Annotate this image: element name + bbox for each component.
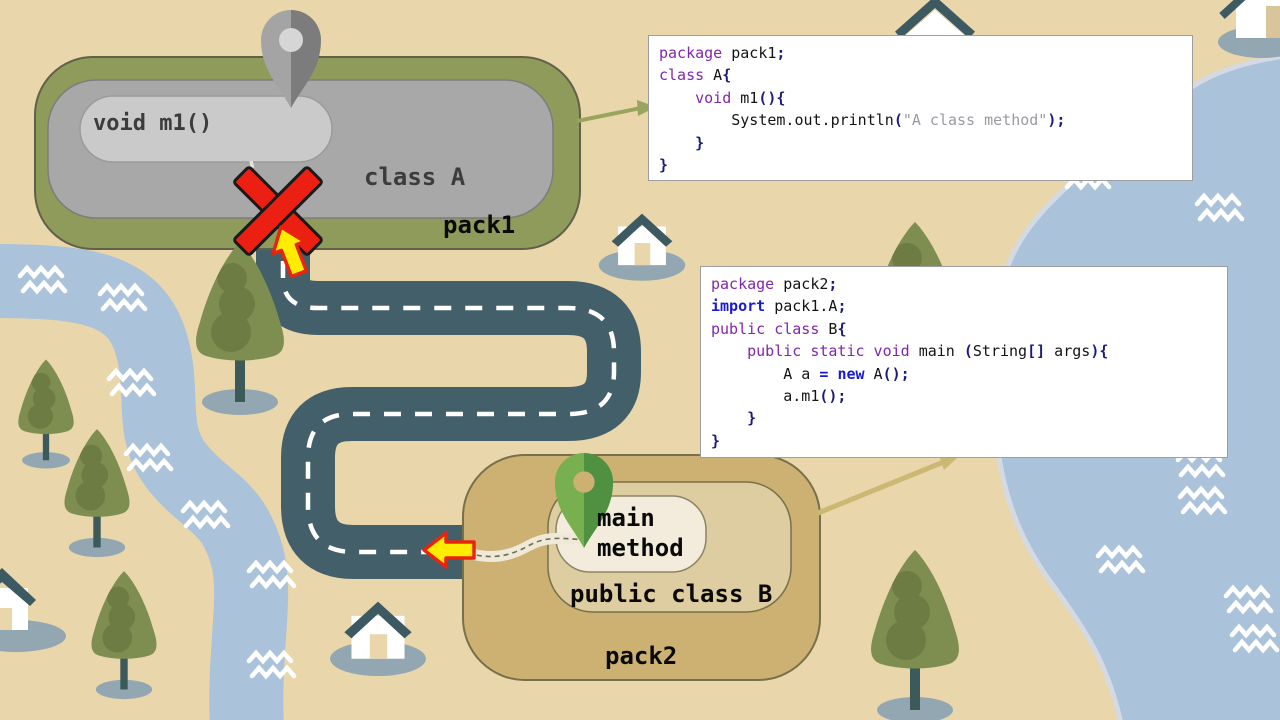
method-m1-area — [79, 95, 333, 163]
pack2-footpath-dashes — [467, 537, 587, 558]
class-a-label: class A — [364, 163, 466, 191]
class-b-label: public class B — [570, 580, 773, 608]
main-method-label-line2: method — [597, 534, 684, 562]
method-m1-label: void m1() — [93, 111, 213, 136]
pack1-code-snippet: package pack1;class A{ void m1(){ System… — [648, 35, 1193, 181]
pack1-location-pin-icon — [261, 10, 321, 108]
main-method-label-line1: main — [597, 504, 655, 532]
pack2-label: pack2 — [605, 642, 678, 670]
main-method-label: main method — [597, 503, 684, 563]
pack2-location-pin-icon — [554, 452, 614, 548]
road-center-line — [280, 230, 617, 555]
pack1-code-connector — [576, 100, 656, 123]
pack1-label: pack1 — [443, 211, 516, 239]
house-roof-icon — [895, 0, 975, 39]
road — [256, 230, 641, 579]
house-icon — [0, 568, 66, 652]
house-icon — [1218, 0, 1280, 58]
blocked-cross-icon — [233, 166, 323, 256]
river — [0, 244, 289, 720]
pack2-code-snippet: package pack2;import pack1.A;public clas… — [700, 266, 1228, 458]
